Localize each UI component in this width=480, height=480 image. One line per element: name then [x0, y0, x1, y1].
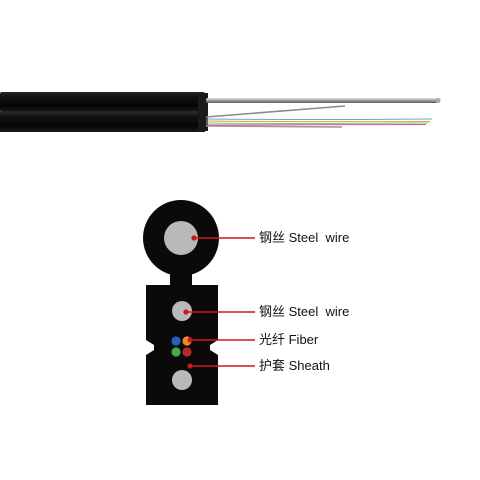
- strength-steel-core-top: [172, 301, 192, 321]
- cable-jacket-cut-end: [198, 93, 208, 131]
- fiber-blue: [171, 336, 181, 346]
- callout-messenger-steel-wire: 钢丝 Steel wire: [259, 230, 350, 245]
- leader-lines: [183, 235, 255, 369]
- callout-sheath: 护套 Sheath: [259, 358, 330, 373]
- strength-wire-exposed: [205, 105, 346, 118]
- messenger-steel-core: [164, 221, 198, 255]
- cable-body-sheath: [146, 285, 218, 405]
- callout-strength-steel-wire: 钢丝 Steel wire: [259, 304, 350, 319]
- messenger-wire-exposed: [206, 98, 438, 103]
- fiber-red: [182, 347, 192, 357]
- cable-jacket-body: [0, 112, 205, 132]
- cable-jacket-messenger: [0, 92, 205, 112]
- callout-fiber: 光纤 Fiber: [259, 332, 319, 347]
- cable-cross-section: [143, 200, 219, 405]
- cable-photo: [0, 92, 441, 132]
- strength-steel-core-bottom: [172, 370, 192, 390]
- fiber-green: [171, 347, 181, 357]
- fibers-exposed: [205, 118, 433, 126]
